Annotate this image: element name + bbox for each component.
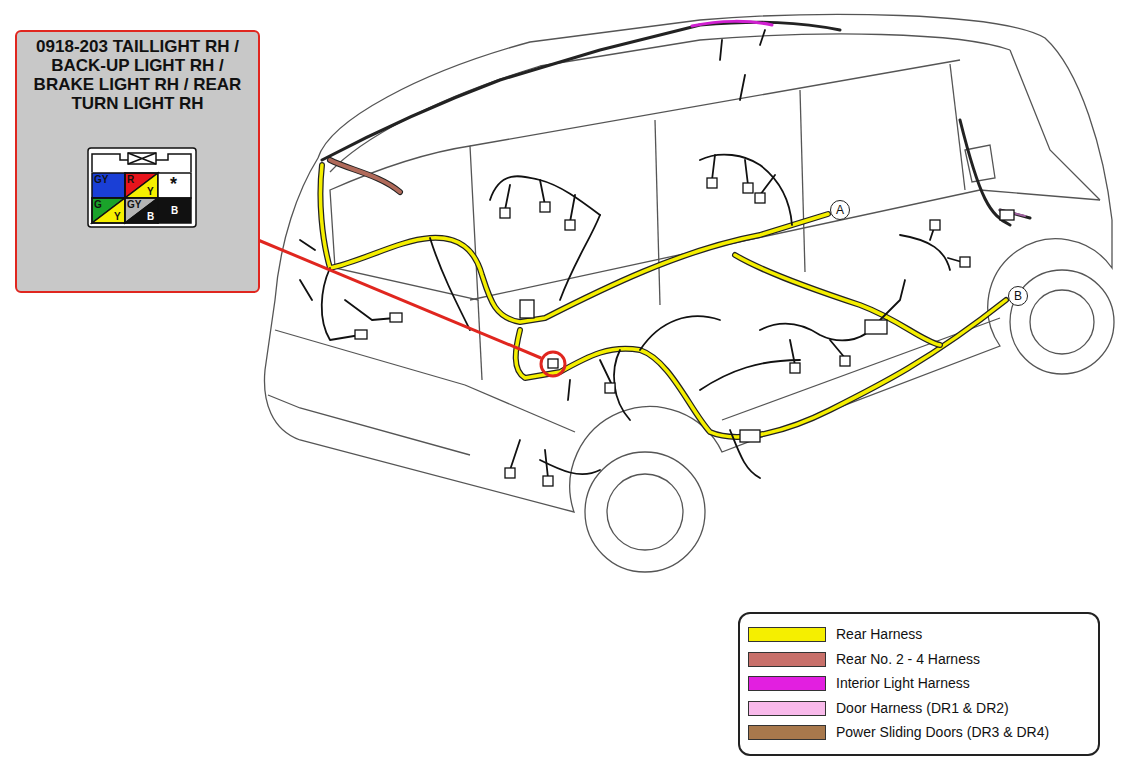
pin-color-code: Y [114, 211, 121, 222]
callout-circle: A [830, 200, 850, 220]
legend-label: Rear Harness [836, 626, 922, 642]
drawing-stroke [880, 280, 905, 320]
pin-color-code: * [170, 175, 177, 193]
drawing-stroke [720, 30, 765, 100]
roof-harness [322, 21, 1030, 225]
drawing-stroke [712, 155, 775, 195]
pin-color-code: G [94, 199, 102, 210]
circle-letter: B [1014, 290, 1022, 302]
drawing-stroke [700, 155, 792, 225]
drawing-stroke [505, 468, 515, 478]
legend-swatch [748, 676, 826, 691]
drawing-stroke [541, 352, 565, 376]
drawing-stroke [1030, 290, 1094, 354]
legend-box: Rear HarnessRear No. 2 - 4 HarnessInteri… [738, 612, 1100, 756]
drawing-stroke [516, 300, 1006, 437]
drawing-stroke [540, 202, 550, 212]
drawing-stroke [790, 363, 800, 373]
drawing-stroke [707, 178, 717, 188]
drawing-stroke [735, 255, 940, 345]
legend-label: Power Sliding Doors (DR3 & DR4) [836, 724, 1049, 740]
callout-box: 0918-203 TAILLIGHT RH / BACK-UP LIGHT RH… [15, 30, 260, 293]
drawing-stroke [607, 474, 683, 550]
pin-color-code: R [127, 174, 134, 185]
drawing-stroke [735, 255, 940, 345]
drawing-stroke [330, 160, 400, 192]
drawing-stroke [258, 240, 541, 358]
drawing-stroke [516, 300, 1006, 437]
legend-label: Rear No. 2 - 4 Harness [836, 651, 980, 667]
drawing-stroke [640, 316, 720, 350]
drawing-stroke [960, 257, 970, 267]
drawing-stroke [330, 34, 1010, 172]
drawing-stroke [548, 359, 558, 368]
drawing-stroke [980, 190, 1100, 200]
drawing-stroke [605, 383, 615, 393]
drawing-stroke [520, 300, 534, 318]
drawing-stroke [865, 320, 887, 334]
drawing-stroke [755, 193, 765, 203]
drawing-stroke [730, 430, 760, 478]
legend-label: Door Harness (DR1 & DR2) [836, 700, 1009, 716]
drawing-stroke [700, 360, 800, 390]
drawing-stroke [960, 120, 1030, 225]
drawing-stroke [840, 356, 850, 366]
drawing-stroke [790, 340, 845, 365]
drawing-stroke [322, 22, 840, 160]
drawing-stroke [565, 220, 575, 230]
drawing-stroke [930, 220, 940, 230]
legend-swatch [748, 627, 826, 642]
legend-swatch [748, 701, 826, 716]
pin-color-code: GY [127, 199, 141, 210]
drawing-stroke [500, 208, 510, 218]
drawing-stroke [585, 452, 705, 572]
leader-line [258, 240, 565, 376]
drawing-stroke [355, 330, 367, 339]
drawing-stroke [614, 350, 630, 420]
drawing-stroke [465, 385, 575, 432]
circle-letter: A [836, 204, 844, 216]
legend-label: Interior Light Harness [836, 675, 970, 691]
drawing-stroke [345, 300, 395, 320]
callout-title: 0918-203 TAILLIGHT RH / BACK-UP LIGHT RH… [17, 32, 258, 113]
drawing-stroke [692, 21, 772, 26]
pin-color-code: GY [94, 174, 108, 185]
branch-wires [300, 30, 962, 478]
drawing-stroke [1010, 270, 1114, 374]
drawing-stroke [655, 120, 660, 305]
pin-color-code: B [171, 205, 178, 216]
drawing-stroke [568, 360, 612, 400]
drawing-stroke [800, 90, 805, 272]
drawing-stroke [275, 330, 465, 385]
legend-swatch [748, 725, 826, 740]
drawing-stroke [1000, 210, 1014, 220]
legend-swatch [748, 652, 826, 667]
drawing-stroke [330, 160, 400, 192]
drawing-stroke [540, 460, 600, 474]
drawing-stroke [510, 440, 548, 478]
drawing-stroke [900, 235, 950, 270]
connector-blocks [355, 178, 1014, 486]
drawing-stroke [430, 238, 470, 330]
drawing-stroke [268, 395, 470, 455]
pin-color-code: B [147, 211, 154, 222]
drawing-stroke [543, 476, 553, 486]
drawing-stroke [560, 215, 600, 300]
drawing-stroke [478, 300, 482, 380]
rear-harness [320, 165, 1006, 437]
drawing-stroke [330, 146, 478, 300]
drawing-stroke [760, 324, 870, 341]
drawing-stroke [740, 430, 760, 442]
drawing-stroke [505, 180, 575, 222]
callout-circle: B [1008, 286, 1028, 306]
vehicle-body [264, 14, 1114, 572]
drawing-stroke [743, 183, 753, 193]
drawing-stroke [390, 313, 402, 322]
pin-color-code: Y [147, 186, 154, 197]
drawing-stroke [1010, 50, 1100, 200]
drawing-stroke [264, 14, 1112, 512]
drawing-stroke [470, 60, 960, 146]
drawing-stroke [300, 240, 315, 300]
